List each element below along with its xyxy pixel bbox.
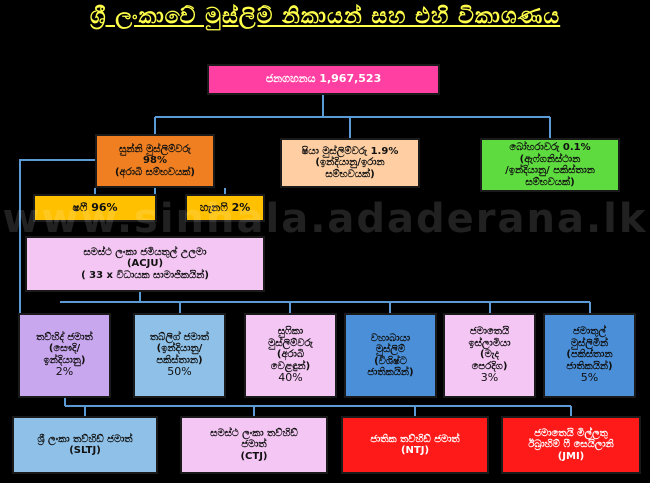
org-line: සමස්ථ ලංකා තව්හිඩ් (210, 427, 298, 439)
org-line: ජමාතෙයි මිල්ලතු (534, 427, 608, 439)
group-line: පෙරදිග) (471, 360, 508, 372)
sunni-title: සුන්නි මුස්ලිම්වරු (119, 143, 191, 155)
org-line: ජමාත් (241, 439, 267, 451)
population-box: ජනගහනය 1,967,523 (207, 64, 440, 95)
group-line: (පකිස්තාන (566, 349, 613, 361)
hanafi-box: හැනෆි 2% (185, 194, 265, 222)
org-abbrev: (SLTJ) (69, 445, 101, 456)
org-box-ctj: සමස්ථ ලංකා තව්හිඩ් ජමාත් (CTJ) (180, 416, 328, 474)
org-abbrev: (JMI) (557, 450, 585, 462)
group-line: (සෞදි/ (48, 343, 81, 355)
sunni-box: සුන්නි මුස්ලිම්වරු 98% (අරාබි සම්භවයක්) (95, 134, 215, 188)
shafi-box: ෂෆී 96% (33, 194, 157, 222)
org-abbrev: (CTJ) (240, 450, 268, 462)
connector-to-groups (179, 302, 591, 313)
group-line: තව්හිද් ජමාත් (36, 331, 93, 343)
org-line: ජාතික තව්හිඩ් ජමාත් (370, 433, 460, 445)
group-percent: 2% (55, 365, 74, 379)
bohra-title: බෝහරාවරු 0.1% (509, 142, 591, 153)
bohra-origin-1: (ඇෆ්ගනිස්ථාන (519, 153, 581, 165)
org-line: ශ්‍රී ලංකා තව්හිඩ් ජමාත් (37, 433, 133, 445)
page-title: ශ්‍රී ලංකාවේ මුස්ලිම් නිකායන් සහ එහි වික… (89, 4, 561, 29)
shia-title: ෂියා මුස්ලිම්වරු 1.9% (301, 145, 399, 157)
connector-to-orgs (84, 406, 572, 416)
group-line: මුස්ලිම්වරු (268, 337, 313, 349)
group-line: තබ්ලිග් ජමාත් (150, 331, 209, 343)
shia-origin-2: සම්භවයක්) (325, 168, 375, 180)
group-box-sufi: සුෆිකා මුස්ලිම්වරු (අරාබි වෙළඳුන්) 40% (244, 313, 337, 398)
acju-title: සමස්ථ ලංකා ජමියතුල් උලමා (83, 246, 207, 258)
group-percent: 5% (580, 371, 599, 385)
group-line: ජමාතෙයි (469, 326, 510, 338)
acju-abbrev: (ACJU) (126, 258, 164, 270)
group-percent: 50% (167, 365, 192, 379)
acju-members: ( 33 x විධායක සාමාජිකයින්) (81, 269, 209, 281)
group-line: මුස්ලිමීන් (570, 337, 609, 349)
connector-sunni-schools (94, 188, 226, 194)
group-line: (ඉන්දියානු/ (156, 343, 203, 355)
group-box-tabligh: තබ්ලිග් ජමාත් (ඉන්දියානු/ පකිස්තාන) 50% (133, 313, 226, 398)
group-line: සුෆිකා (277, 326, 304, 338)
group-box-wahhabi: වහාබායා මුස්ලිම් (විශිෂ්ට ජාතිකයින්) (344, 313, 437, 398)
group-box-jamaatul-muslimeen: ජමාතුල් මුස්ලිමීන් (පකිස්තාන ජාතිකයින්) … (543, 313, 636, 398)
shia-box: ෂියා මුස්ලිම්වරු 1.9% (ඉන්දියානු/ඉරාන සම… (280, 138, 420, 188)
bohra-origin-3: සම්භවයක්) (525, 176, 575, 188)
group-percent: 40% (278, 371, 303, 385)
population-label: ජනගහනය 1,967,523 (265, 72, 382, 86)
group-line: වෙළඳුන්) (270, 360, 311, 372)
sunni-origin: (අරාබි සම්භවයක්) (114, 166, 195, 178)
group-line: ඉස්ලාමියා (468, 337, 511, 349)
org-box-ntj: ජාතික තව්හිඩ් ජමාත් (NTJ) (341, 416, 489, 474)
group-line: ජමාතුල් (573, 326, 606, 338)
shia-origin-1: (ඉන්දියානු/ඉරාන (315, 157, 385, 169)
watermark: www.sinhala.adaderana.lk (2, 196, 648, 242)
shafi-label: ෂෆී 96% (72, 200, 118, 214)
group-box-jamaat-islami: ජමාතෙයි ඉස්ලාමියා (මැද පෙරදිග) 3% (443, 313, 536, 398)
org-box-jmi: ජමාතෙයි මිල්ලතු ඊබ්‍රාහිම් ෆී සෙයිලානි (… (501, 416, 641, 474)
group-line: ජාතිකයින්) (566, 360, 613, 372)
group-line: (අරාබි (276, 349, 305, 361)
group-line: වහාබායා (370, 332, 411, 344)
connector-sunni-left (19, 159, 95, 313)
group-percent: 3% (480, 371, 499, 385)
group-line: මුස්ලිම් (375, 344, 406, 355)
org-abbrev: (NTJ) (400, 445, 430, 456)
bohra-origin-2: /ඉන්දියානු/ පකිස්තාන (505, 165, 595, 176)
group-line: පකිස්තාන) (156, 354, 203, 366)
org-box-sltj: ශ්‍රී ලංකා තව්හිඩ් ජමාත් (SLTJ) (12, 416, 158, 474)
sunni-percent: 98% (143, 155, 167, 167)
group-line: ඉන්දියානු) (43, 354, 86, 366)
hanafi-label: හැනෆි 2% (199, 200, 251, 214)
bohra-box: බෝහරාවරු 0.1% (ඇෆ්ගනිස්ථාන /ඉන්දියානු/ ප… (480, 138, 620, 192)
group-line: (විශිෂ්ට (374, 355, 407, 367)
group-box-tawhid: තව්හිද් ජමාත් (සෞදි/ ඉන්දියානු) 2% (18, 313, 111, 398)
group-line: ජාතිකයින්) (367, 367, 414, 378)
org-line: ඊබ්‍රාහිම් ෆී සෙයිලානි (528, 439, 614, 451)
acju-box: සමස්ථ ලංකා ජමියතුල් උලමා (ACJU) ( 33 x ව… (25, 236, 265, 292)
group-line: (මැද (480, 349, 499, 361)
